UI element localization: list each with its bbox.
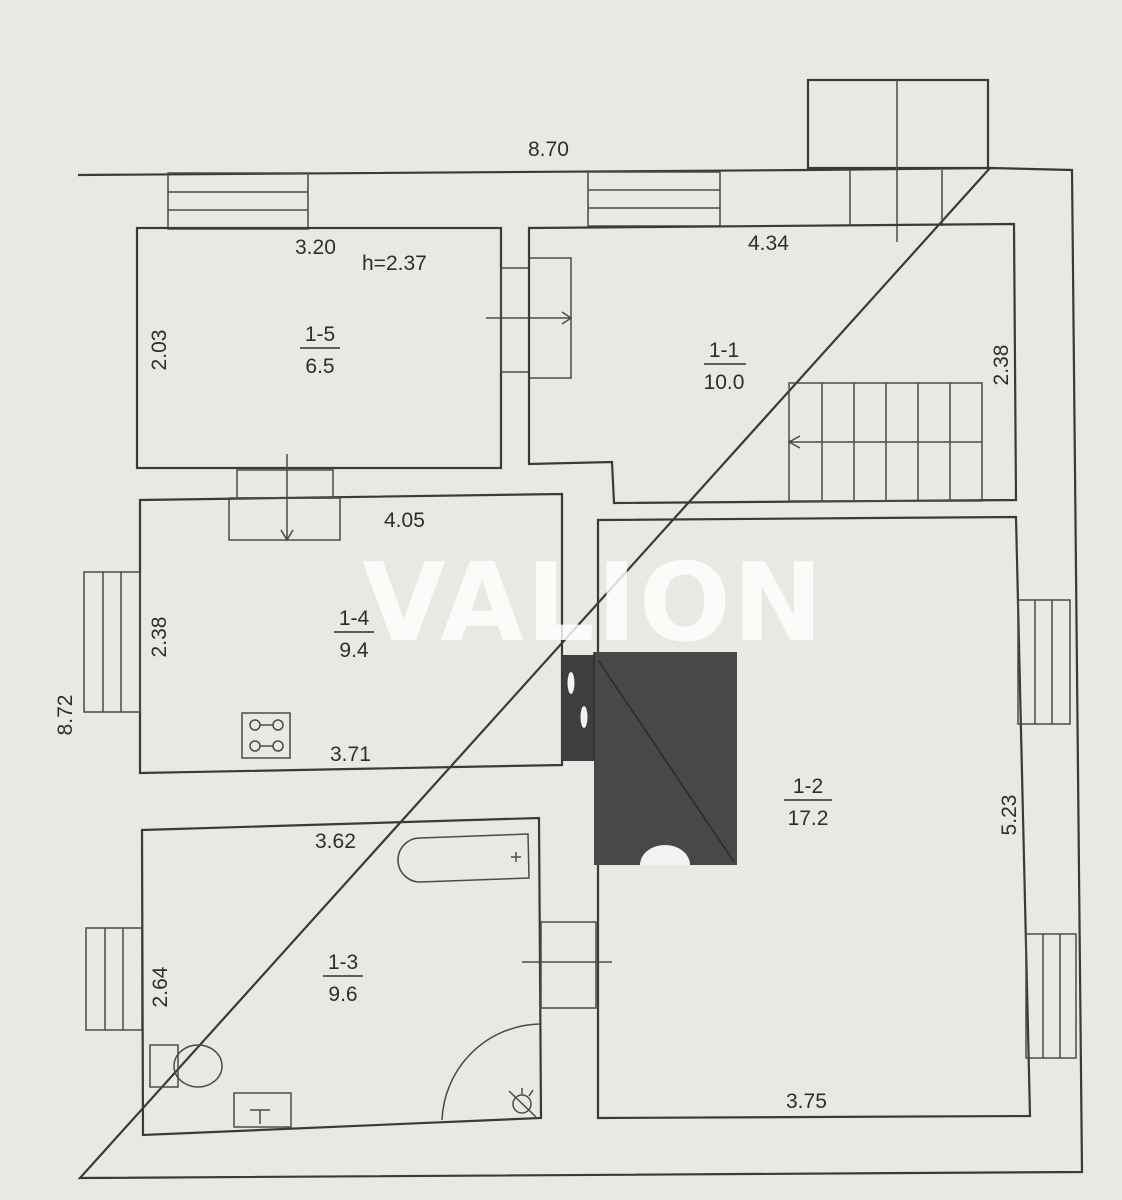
dim-room-1-3-depth: 2.64: [149, 966, 172, 1007]
dim-overall-depth: 8.72: [54, 695, 77, 736]
room-1-1-walls: [527, 222, 1018, 505]
room-area: 17.2: [788, 807, 829, 830]
dim-room-1-1-depth: 2.38: [990, 345, 1013, 386]
window-left-upper: [83, 571, 141, 713]
dim-room-1-5-width: 3.20: [295, 236, 336, 259]
dim-room-1-5-depth: 2.03: [148, 330, 171, 371]
staircase: [787, 382, 983, 502]
dim-room-1-4-depth: 2.38: [148, 617, 171, 658]
room-area: 6.5: [305, 355, 334, 378]
room-label-1-2: 1-2 17.2: [784, 775, 832, 830]
room-id: 1-1: [709, 339, 739, 362]
room-1-2-walls: [596, 515, 1032, 1120]
window-top-middle: [587, 171, 721, 227]
room-label-1-4: 1-4 9.4: [334, 607, 374, 662]
dim-room-1-2-width: 3.75: [786, 1090, 827, 1113]
dim-room-1-4-bottom: 3.71: [330, 743, 371, 766]
sink-icon: [233, 1092, 292, 1128]
window-left-lower: [85, 927, 143, 1031]
outer-wall: [77, 166, 1084, 1180]
dim-room-1-1-width: 4.34: [748, 232, 789, 255]
room-id: 1-2: [793, 775, 823, 798]
room-area: 9.4: [339, 639, 369, 662]
door-1-5-to-1-4: [228, 454, 341, 542]
dim-room-1-4-top: 4.05: [384, 509, 425, 532]
room-area: 9.6: [328, 983, 357, 1006]
door-1-3-to-1-2: [522, 921, 612, 1009]
water-heater-icon: [508, 1088, 537, 1118]
toilet-icon: [149, 1044, 223, 1088]
room-id: 1-3: [328, 951, 358, 974]
stove-icon: [241, 712, 291, 759]
room-label-1-5: 1-5 6.5: [300, 323, 340, 378]
dim-overall-width: 8.70: [528, 138, 569, 161]
bathtub-icon: [397, 833, 530, 883]
window-right-upper: [1017, 599, 1071, 725]
heating-stove: [563, 652, 737, 865]
room-id: 1-5: [305, 323, 335, 346]
dim-ceiling-height: h=2.37: [362, 252, 427, 275]
dim-room-1-2-depth: 5.23: [998, 795, 1021, 836]
dim-room-1-3-width: 3.62: [315, 830, 356, 853]
entrance-porch: [806, 78, 990, 242]
window-top-left: [167, 172, 309, 230]
room-area: 10.0: [704, 371, 745, 394]
room-label-1-3: 1-3 9.6: [323, 951, 363, 1006]
window-right-lower: [1025, 933, 1077, 1059]
watermark: VALION: [362, 541, 825, 666]
room-label-1-1: 1-1 10.0: [704, 339, 746, 394]
room-1-3-walls: [140, 816, 543, 1137]
door-swing-1-3: [441, 1023, 541, 1121]
room-id: 1-4: [339, 607, 370, 630]
